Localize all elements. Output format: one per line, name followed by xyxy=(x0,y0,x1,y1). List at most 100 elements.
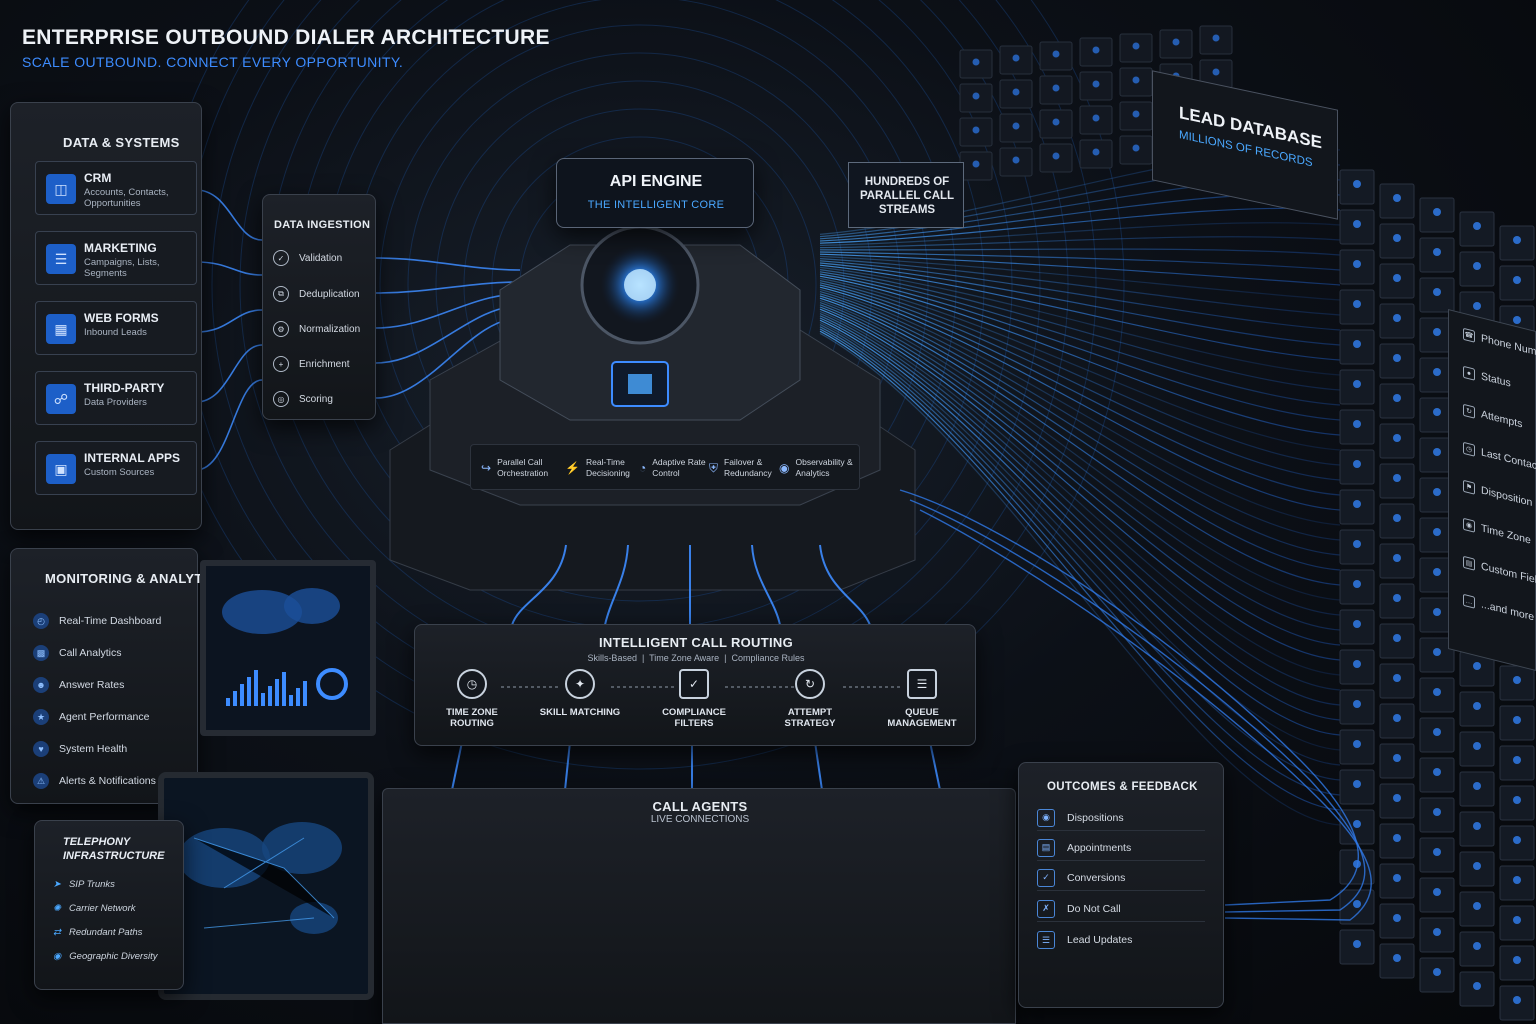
record-person-icon xyxy=(1473,782,1481,790)
record-person-icon xyxy=(972,126,980,134)
check-circle-icon: ✓ xyxy=(273,250,289,266)
record-person-icon xyxy=(1052,118,1060,126)
target-circle-icon: ◎ xyxy=(273,391,289,407)
call-agents-title: CALL AGENTS xyxy=(652,799,748,814)
record-person-icon xyxy=(1132,76,1140,84)
ingestion-link-line xyxy=(375,257,521,271)
source-item-internal-apps[interactable]: ▣ INTERNAL APPS Custom Sources xyxy=(35,441,197,495)
routing-step-skill-matching[interactable]: ✦SKILL MATCHING xyxy=(535,669,625,718)
source-item-crm[interactable]: ◫ CRM Accounts, Contacts, Opportunities xyxy=(35,161,197,215)
call-stream-line xyxy=(819,277,1341,451)
record-person-icon xyxy=(1513,676,1521,684)
call-stream-line xyxy=(819,260,1341,331)
source-link-line xyxy=(195,379,263,471)
dashboard-bar xyxy=(275,679,279,706)
record-person-icon xyxy=(1353,940,1361,948)
eye-icon: ◉ xyxy=(779,460,790,475)
source-item-web-forms[interactable]: ▦ WEB FORMS Inbound Leads xyxy=(35,301,197,355)
record-person-icon xyxy=(1353,860,1361,868)
record-person-icon xyxy=(1433,928,1441,936)
routing-step-compliance-filters[interactable]: ✓COMPLIANCE FILTERS xyxy=(649,669,739,729)
routing-step-attempt-strategy[interactable]: ↻ATTEMPT STRATEGY xyxy=(765,669,855,729)
record-person-icon xyxy=(1092,148,1100,156)
field-status: ●Status xyxy=(1463,365,1511,390)
outcomes-title: OUTCOMES & FEEDBACK xyxy=(1047,781,1198,793)
record-person-icon xyxy=(1012,156,1020,164)
record-person-icon xyxy=(1433,448,1441,456)
shield-icon: ⛨ xyxy=(709,460,719,475)
call-stream-line xyxy=(819,280,1341,466)
monitoring-item-alerts: ⚠Alerts & Notifications xyxy=(33,773,156,789)
record-person-icon xyxy=(1052,50,1060,58)
record-person-icon xyxy=(1353,540,1361,548)
record-person-icon xyxy=(1393,474,1401,482)
database-icon: ◫ xyxy=(46,174,76,204)
data-ingestion-panel: DATA INGESTION ✓Validation ⧉Deduplicatio… xyxy=(262,194,376,420)
ingestion-step-enrichment: +Enrichment xyxy=(273,351,350,377)
record-person-icon xyxy=(1393,514,1401,522)
record-person-icon xyxy=(1513,316,1521,324)
record-person-icon xyxy=(1012,122,1020,130)
record-person-icon xyxy=(1393,274,1401,282)
field-custom-fields: ▤Custom Fields xyxy=(1463,555,1536,589)
source-item-marketing[interactable]: ☰ MARKETING Campaigns, Lists, Segments xyxy=(35,231,197,285)
record-person-icon xyxy=(1353,300,1361,308)
record-person-icon xyxy=(1393,834,1401,842)
dashboard-icon: ◴ xyxy=(33,613,49,629)
more-icon: … xyxy=(1463,593,1475,609)
data-ingestion-title: DATA INGESTION xyxy=(274,219,371,231)
call-stream-line xyxy=(819,330,1341,811)
record-person-icon xyxy=(1513,276,1521,284)
field-and-more: …...and more xyxy=(1463,593,1534,624)
call-stream-line xyxy=(819,295,1341,571)
record-person-icon xyxy=(1353,260,1361,268)
gauge-icon: ◔ xyxy=(639,460,647,475)
outcome-do-not-call: ✗Do Not Call xyxy=(1037,896,1205,922)
dashboard-bar xyxy=(254,670,258,706)
call-stream-line xyxy=(819,291,1341,541)
record-person-icon xyxy=(1092,46,1100,54)
source-link-line xyxy=(195,189,263,241)
page-title: ENTERPRISE OUTBOUND DIALER ARCHITECTURE xyxy=(22,26,550,49)
record-person-icon xyxy=(972,92,980,100)
dashboard-bar xyxy=(240,684,244,706)
dashboard-monitor xyxy=(200,560,376,736)
record-person-icon xyxy=(1172,38,1180,46)
record-person-icon xyxy=(1473,702,1481,710)
record-person-icon xyxy=(1393,194,1401,202)
call-stream-line xyxy=(819,299,1341,601)
record-person-icon xyxy=(1433,488,1441,496)
telephony-item-redundant: ⇄Redundant Paths xyxy=(53,927,143,938)
call-stream-line xyxy=(819,288,1341,526)
call-stream-line xyxy=(819,321,1341,751)
routing-step-queue-management[interactable]: ☰QUEUE MANAGEMENT xyxy=(877,669,967,729)
record-person-icon xyxy=(1052,84,1060,92)
record-person-icon xyxy=(1513,236,1521,244)
api-engine-subtitle: THE INTELLIGENT CORE xyxy=(587,199,725,211)
call-stream-line xyxy=(819,286,1341,511)
dashboard-bar xyxy=(268,686,272,706)
source-link-line xyxy=(195,344,263,403)
call-stream-line xyxy=(819,253,1341,286)
monitoring-item-agent-performance: ★Agent Performance xyxy=(33,709,149,725)
record-person-icon xyxy=(1393,354,1401,362)
clipboard-check-icon: ✓ xyxy=(679,669,709,699)
record-person-icon xyxy=(1433,568,1441,576)
record-person-icon xyxy=(1433,328,1441,336)
sip-icon: ➤ xyxy=(53,879,61,890)
field-time-zone: ◉Time Zone xyxy=(1463,517,1531,547)
record-person-icon xyxy=(1433,848,1441,856)
dashboard-bar xyxy=(289,695,293,706)
routing-step-time-zone[interactable]: ◷TIME ZONE ROUTING xyxy=(427,669,517,729)
dashboard-bar xyxy=(282,672,286,706)
outcome-dispositions: ◉Dispositions xyxy=(1037,805,1205,831)
record-person-icon xyxy=(1353,700,1361,708)
dashboard-bar xyxy=(233,691,237,706)
api-engine-title: API ENGINE xyxy=(609,173,703,190)
data-systems-title: DATA & SYSTEMS xyxy=(63,135,180,150)
call-stream-line xyxy=(819,297,1341,586)
source-item-third-party[interactable]: ☍ THIRD-PARTY Data Providers xyxy=(35,371,197,425)
gear-circle-icon: ⚙ xyxy=(273,321,289,337)
web-form-icon: ▦ xyxy=(46,314,76,344)
record-person-icon xyxy=(1393,874,1401,882)
